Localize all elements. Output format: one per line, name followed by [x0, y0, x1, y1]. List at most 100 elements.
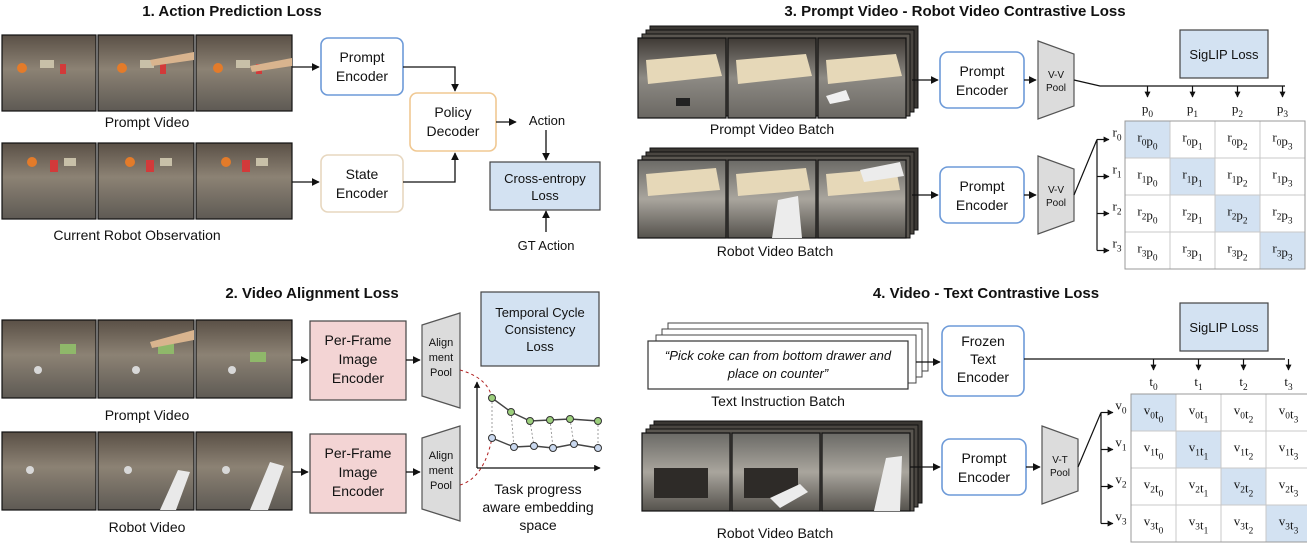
section4-title: 4. Video - Text Contrastive Loss	[873, 285, 1099, 302]
vv-pool-top-label-1: V-V	[1048, 70, 1064, 81]
robot-video-batch-frames	[637, 147, 919, 239]
matrix-cell-label: v0t2	[1234, 403, 1254, 426]
col-header: t2	[1239, 374, 1248, 393]
robot-observation-frames	[1, 142, 293, 220]
cross-entropy-loss-box	[489, 161, 601, 211]
matrix-cell-label: r3p2	[1227, 241, 1248, 264]
matrix-cell-label: v3t0	[1144, 514, 1164, 537]
s3-prompt-encoder-top-label-2: Encoder	[956, 82, 1008, 98]
cross-entropy-loss-label-1: Cross-entropy	[504, 171, 586, 186]
matrix-cell-label: r1p3	[1272, 167, 1293, 190]
col-header: p1	[1187, 101, 1199, 120]
embedding-caption-1: Task progress	[494, 481, 581, 497]
matrix-cell	[1259, 157, 1306, 196]
matrix-cell-label: v2t0	[1144, 477, 1164, 500]
matrix-cell-label: v0t1	[1189, 403, 1209, 426]
state-encoder-label-2: Encoder	[336, 185, 388, 201]
matrix-cell-label: v3t1	[1189, 514, 1209, 537]
image-encoder-bottom-label-1: Per-Frame	[325, 445, 392, 461]
matrix-cell	[1265, 467, 1307, 506]
section-video-text-contrastive: 4. Video - Text Contrastive Loss “Pick c…	[641, 285, 1307, 543]
s3-siglip-loss-box	[1179, 29, 1269, 79]
frozen-text-encoder-label-3: Encoder	[957, 369, 1009, 385]
matrix-cell-label: v2t1	[1189, 477, 1209, 500]
s4-robot-video-batch-label: Robot Video Batch	[717, 525, 834, 541]
s3-prompt-encoder-bottom-label-1: Prompt	[959, 178, 1004, 194]
cross-entropy-loss-label-2: Loss	[531, 188, 559, 203]
matrix-cell-label: r0p0	[1137, 130, 1158, 153]
s4-prompt-encoder-box	[941, 438, 1027, 496]
section-action-prediction: 1. Action Prediction Loss Prompt Video C…	[1, 3, 601, 253]
section2-title: 2. Video Alignment Loss	[225, 285, 398, 302]
matrix-cell-label: r2p3	[1272, 204, 1293, 227]
state-encoder-label-1: State	[346, 166, 379, 182]
s4-prompt-encoder-label-2: Encoder	[958, 469, 1010, 485]
matrix-cell-label: v1t1	[1189, 440, 1209, 463]
robot-observation-label: Current Robot Observation	[53, 227, 220, 243]
matrix-cell	[1214, 231, 1261, 270]
section-video-alignment: 2. Video Alignment Loss Prompt Video Rob…	[1, 285, 602, 535]
instruction-text-1: “Pick coke can from bottom drawer and	[665, 348, 892, 363]
section1-title: 1. Action Prediction Loss	[142, 3, 321, 20]
embedding-caption-2: aware embedding	[482, 499, 593, 515]
robot-video-batch-label: Robot Video Batch	[717, 243, 834, 259]
s4-siglip-loss-box	[1179, 302, 1269, 352]
col-header: p2	[1232, 101, 1244, 120]
matrix-cell-label: r0p3	[1272, 130, 1293, 153]
row-header: r2	[1112, 199, 1121, 218]
s4-siglip-loss-label: SigLIP Loss	[1189, 320, 1259, 335]
action-label: Action	[529, 113, 565, 128]
vv-pool-top	[1037, 40, 1075, 120]
matrix-cell-label: r2p2	[1227, 204, 1248, 227]
vv-pool-bottom-label-1: V-V	[1048, 185, 1064, 196]
tcc-loss-label-2: Consistency	[505, 322, 576, 337]
matrix-cell-label: v1t0	[1144, 440, 1164, 463]
section2-arrows	[292, 356, 421, 476]
matrix-cell-label: v2t3	[1279, 477, 1299, 500]
matrix-cell-diagonal	[1265, 504, 1307, 543]
prompt-encoder-label-2: Encoder	[336, 68, 388, 84]
matrix-cell-label: r2p0	[1137, 204, 1158, 227]
s3-prompt-encoder-bottom-label-2: Encoder	[956, 197, 1008, 213]
policy-decoder-label-2: Decoder	[427, 123, 480, 139]
matrix-cell	[1259, 120, 1306, 159]
image-encoder-top-label-2: Image	[339, 351, 378, 367]
matrix-cell-label: r3p3	[1272, 241, 1293, 264]
policy-decoder-box	[409, 92, 497, 152]
matrix-cell-label: v0t0	[1144, 403, 1164, 426]
section3-title: 3. Prompt Video - Robot Video Contrastiv…	[784, 3, 1125, 20]
s4-prompt-encoder-label-1: Prompt	[961, 450, 1006, 466]
alignment-prompt-video-label: Prompt Video	[105, 407, 190, 423]
prompt-video-batch-frames	[637, 25, 919, 119]
image-encoder-bottom-box	[309, 433, 407, 514]
row-bus	[1077, 412, 1102, 524]
matrix-cell-label: v1t3	[1279, 440, 1299, 463]
vv-pool-bottom-label-2: Pool	[1046, 198, 1066, 209]
matrix-cell-label: r3p0	[1137, 241, 1158, 264]
col-header: p0	[1142, 101, 1154, 120]
matrix-cell	[1130, 430, 1177, 469]
matrix-border	[1130, 393, 1307, 543]
embedding-caption-3: space	[519, 517, 557, 533]
matrix-cell	[1265, 430, 1307, 469]
alignment-pool-top-label-2: ment	[429, 352, 453, 364]
alignment-pool-bottom-label-2: ment	[429, 465, 453, 477]
frozen-text-encoder-label-1: Frozen	[961, 333, 1005, 349]
vt-pool	[1041, 425, 1079, 505]
row-header: v1	[1115, 435, 1127, 454]
row-header: r0	[1112, 125, 1121, 144]
image-encoder-bottom-label-3: Encoder	[332, 483, 384, 499]
text-instruction-cards	[647, 322, 929, 390]
alignment-robot-video-label: Robot Video	[109, 519, 186, 535]
state-encoder-box	[320, 154, 404, 213]
alignment-robot-video-frames	[1, 431, 293, 511]
s3-prompt-encoder-top-label-1: Prompt	[959, 63, 1004, 79]
s3-arrows	[912, 76, 1285, 199]
tcc-loss-box	[480, 291, 600, 367]
s3-col-arrows	[1144, 86, 1286, 98]
matrix-cell-label: r3p1	[1182, 241, 1203, 264]
frozen-text-encoder-label-2: Text	[970, 351, 996, 367]
